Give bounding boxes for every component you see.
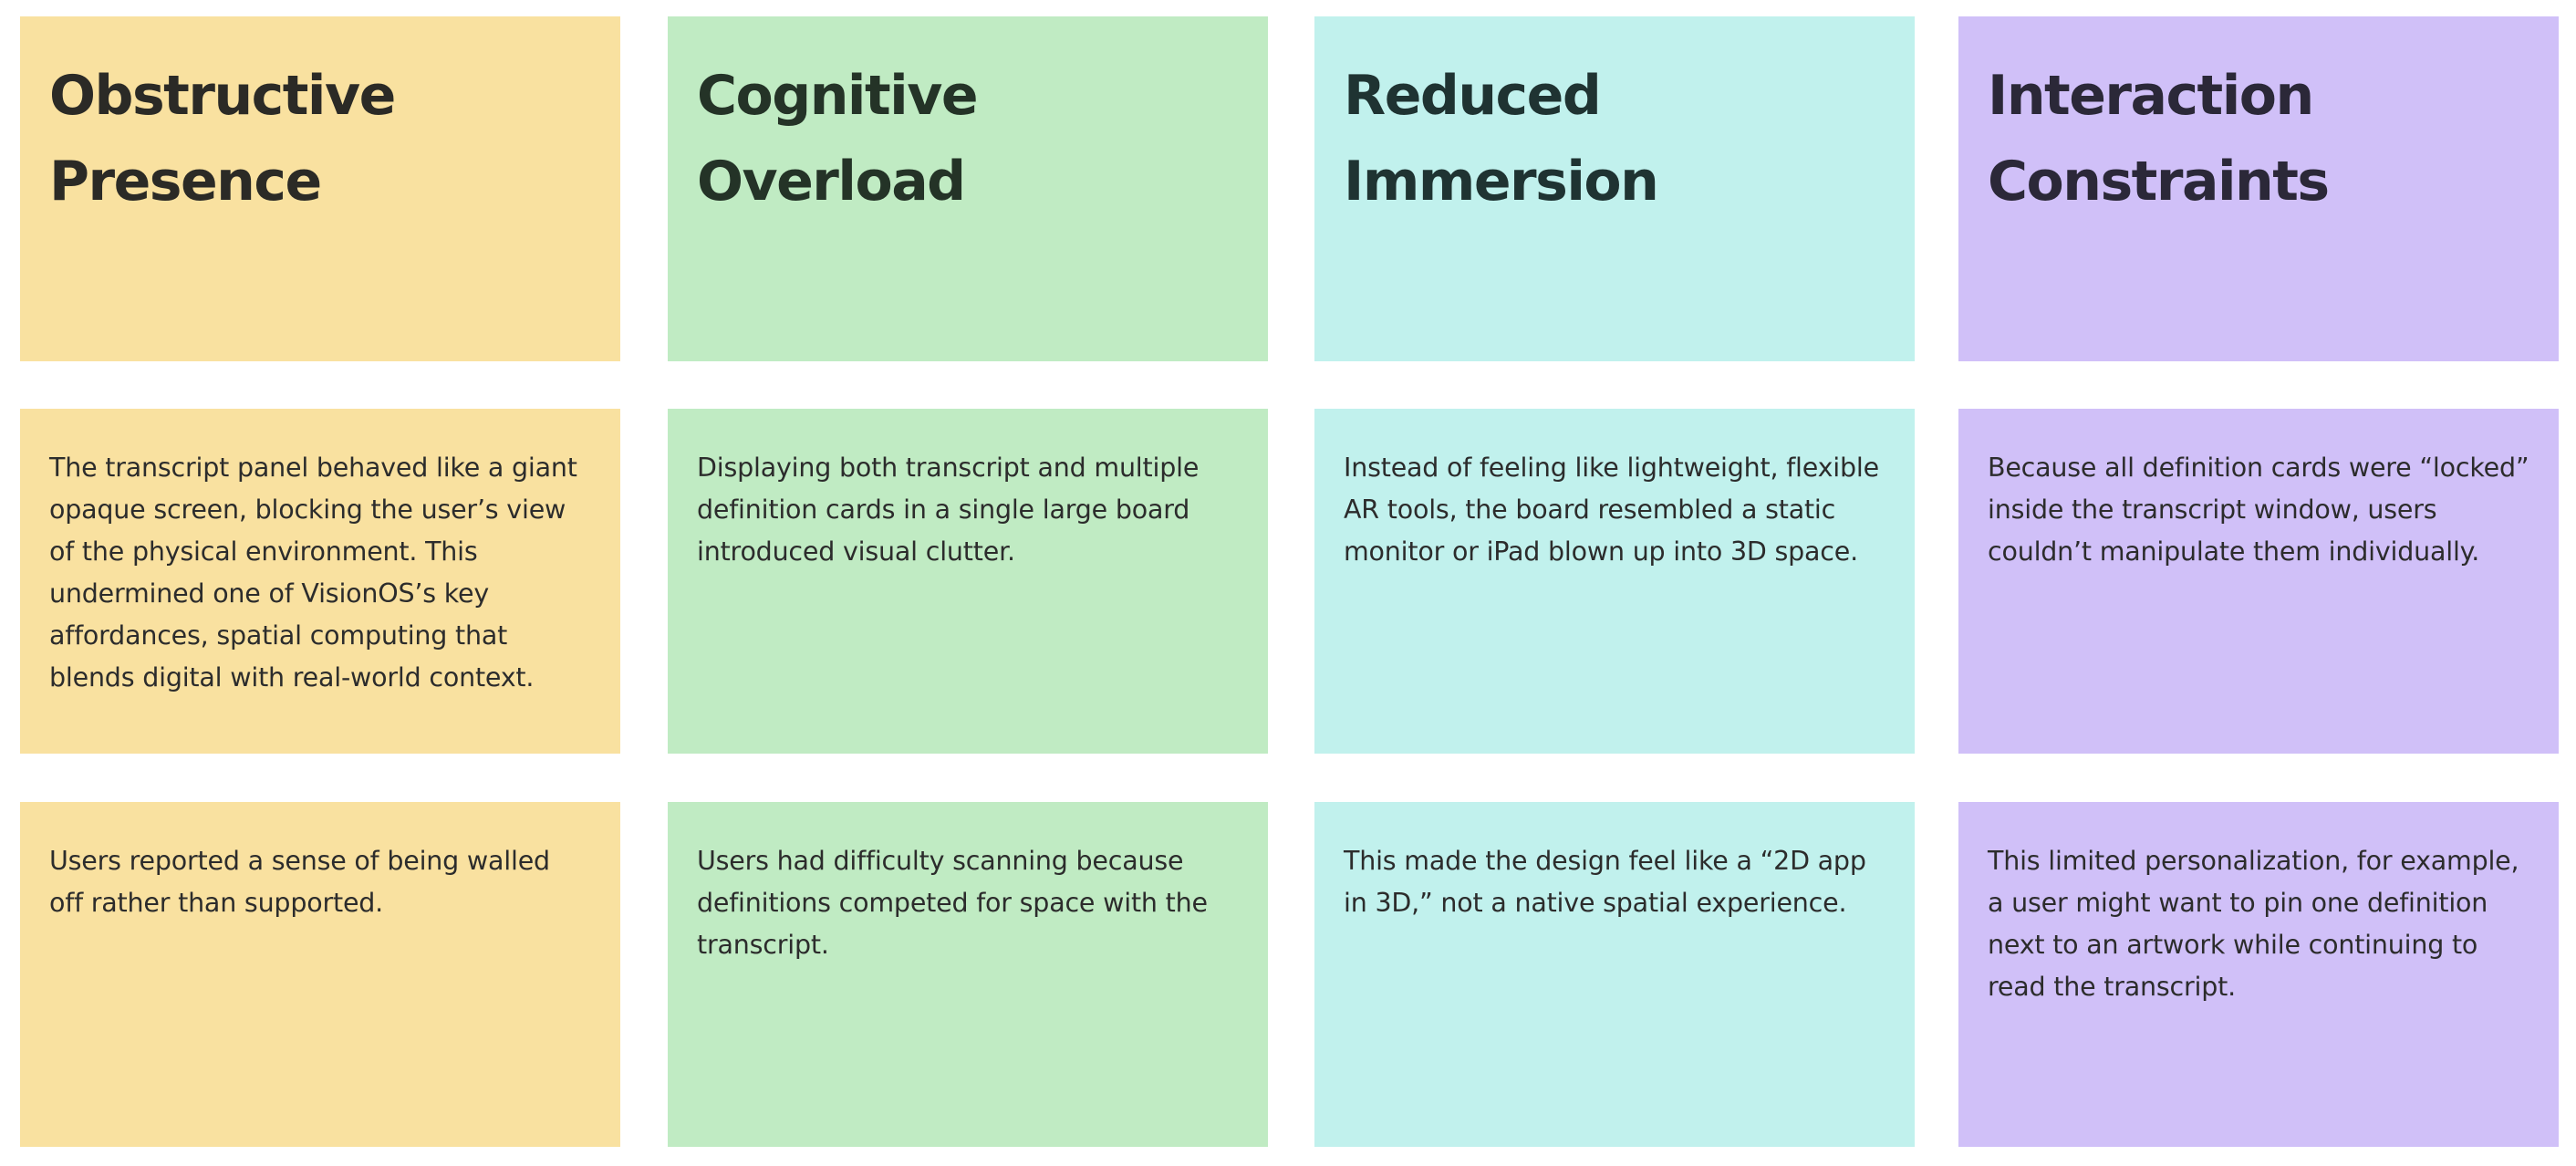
sticky-note-reduced-immersion-title[interactable]: Reduced Immersion [1314,16,1915,361]
sticky-note-cognitive-overload-1[interactable]: Displaying both transcript and multiple … [668,409,1268,754]
note-text: Users reported a sense of being walled o… [49,846,550,918]
note-text: This made the design feel like a “2D app… [1344,846,1866,918]
note-text: This limited personalization, for exampl… [1988,846,2519,1002]
note-title: Cognitive Overload [697,64,979,213]
note-text: Instead of feeling like lightweight, fle… [1344,453,1879,567]
note-title: Obstructive Presence [49,64,396,213]
sticky-note-obstructive-presence-title[interactable]: Obstructive Presence [20,16,620,361]
sticky-note-interaction-constraints-title[interactable]: Interaction Constraints [1958,16,2559,361]
note-text: Because all definition cards were “locke… [1988,453,2529,567]
note-text: The transcript panel behaved like a gian… [49,453,577,692]
sticky-note-reduced-immersion-1[interactable]: Instead of feeling like lightweight, fle… [1314,409,1915,754]
note-title: Interaction Constraints [1988,64,2330,213]
sticky-note-obstructive-presence-2[interactable]: Users reported a sense of being walled o… [20,802,620,1147]
sticky-note-cognitive-overload-2[interactable]: Users had difficulty scanning because de… [668,802,1268,1147]
sticky-note-obstructive-presence-1[interactable]: The transcript panel behaved like a gian… [20,409,620,754]
sticky-note-interaction-constraints-2[interactable]: This limited personalization, for exampl… [1958,802,2559,1147]
note-text: Users had difficulty scanning because de… [697,846,1208,960]
sticky-note-reduced-immersion-2[interactable]: This made the design feel like a “2D app… [1314,802,1915,1147]
sticky-note-cognitive-overload-title[interactable]: Cognitive Overload [668,16,1268,361]
sticky-note-interaction-constraints-1[interactable]: Because all definition cards were “locke… [1958,409,2559,754]
note-text: Displaying both transcript and multiple … [697,453,1200,567]
note-title: Reduced Immersion [1344,64,1659,213]
